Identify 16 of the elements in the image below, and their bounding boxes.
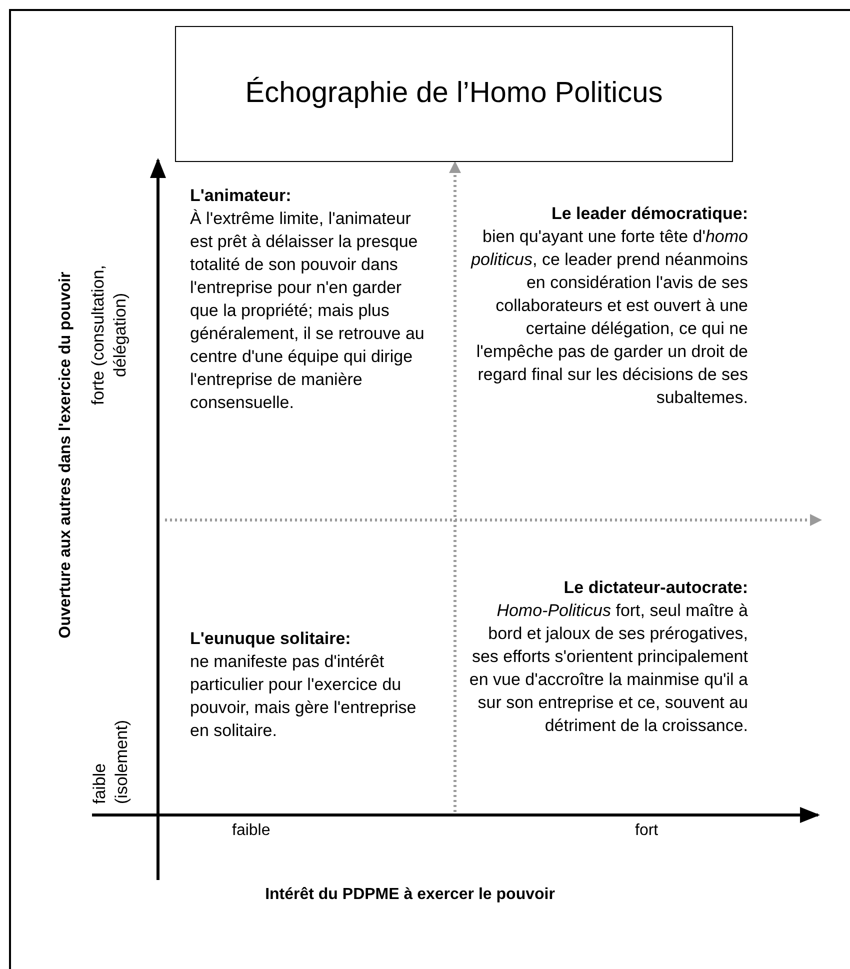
axis-value-label: faible (isolement) [89,718,132,804]
quadrant-description: ne manifeste pas d'intérêt particulier pour l'exercice du pouvoir, mais gère l'entreprise en solitaire. [190,651,418,742]
title-box [175,26,733,162]
quadrant-heading: Le dictateur-autocrate: [562,577,748,599]
quadrant-heading: L'eunuque solitaire: [190,628,352,650]
axis-value-label: forte (consultation, délégation) [87,264,130,407]
quadrant-description: À l'extrême limite, l'animateur est prêt à délaisser la presque totalité de son pouvoir dans l'entreprise pour n'en garder que la propriété; mais plus généralement, il se retrouve au centre d'une équipe qui dirige l'entreprise de manière consensuelle. [190,208,426,414]
axis-value-label: fort [635,821,660,841]
axis-value-label: faible [232,821,272,841]
title-text: Échographie de l’Homo Politicus [245,76,663,112]
axis-title: Ouverture aux autres dans l'exercice du pouvoir [56,270,75,640]
quadrant-description: bien qu'ayant une forte tête d'homo politicus, ce leader prend néanmoins en considération l'avis de ses collaborateurs et est ouvert à une certaine délégation, ce qui ne l'empêche pas de garder un droit de regard final sur les décisions de ses subaltemes. [470,226,748,409]
quadrant-heading: L'animateur: [190,185,292,207]
axis-title: Intérêt du PDPME à exercer le pouvoir [264,885,556,905]
quadrant-heading: Le leader démocratique: [550,203,748,225]
quadrant-description: Homo-Politicus fort, seul maître à bord et jaloux de ses prérogatives, ses efforts s'orientent principalement en vue d'accroître la mainmise qu'il a sur son entreprise et ce, souvent au détriment de la croissance. [468,600,748,737]
